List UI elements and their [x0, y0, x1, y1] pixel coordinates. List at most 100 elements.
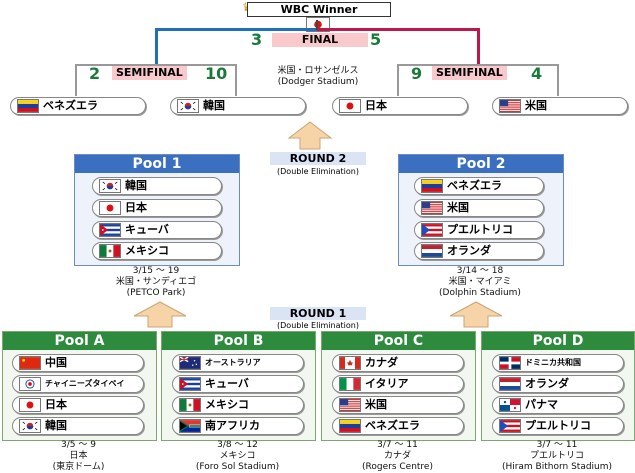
poolD-venue: 3/7 〜 11 プエルトリコ (Hiram Bithorn Stadium): [501, 440, 613, 472]
poolC-team-canada: カナダ: [332, 354, 464, 372]
flag-china-icon: [19, 356, 41, 370]
final-venue-city: 米国・ロサンゼルス: [277, 66, 359, 76]
pool1-team-mexico: メキシコ: [92, 242, 222, 260]
flag-chinese-taipei-icon: [19, 377, 41, 391]
pool1-team-japan: 日本: [92, 199, 222, 217]
flag-cuba-icon: [179, 377, 201, 391]
flag-venezuela-icon: [339, 419, 361, 433]
pool-b-header: Pool B: [162, 332, 315, 350]
semi-right-score-right: 4: [531, 64, 543, 83]
poolA-venue: 3/5 〜 9 日本 (東京ドーム): [52, 440, 105, 472]
flag-canada-icon: [339, 356, 361, 370]
semi-left-score-right: 10: [205, 64, 228, 83]
semi-left-score-left: 2: [89, 64, 101, 83]
poolD-team-panama: パナマ: [492, 396, 624, 414]
pool-a-header: Pool A: [3, 332, 156, 350]
final-label: FINAL: [272, 33, 368, 47]
final-venue: 米国・ロサンゼルス (Dodger Stadium): [247, 66, 389, 88]
poolC-team-usa: 米国: [332, 396, 464, 414]
flag-dominican-icon: [499, 356, 521, 370]
arrow-up-icon: [449, 301, 503, 328]
semi-team-usa: 米国: [492, 97, 628, 115]
semi-right-top: [397, 64, 559, 66]
pool1-team-korea: 韓国: [92, 177, 222, 195]
semi-right-vl: [397, 64, 399, 96]
poolA-team-japan: 日本: [12, 396, 144, 414]
flag-netherlands-icon: [421, 244, 443, 258]
round2-sub: (Double Elimination): [277, 167, 359, 176]
poolC-venue: 3/7 〜 11 カナダ (Rogers Centre): [362, 440, 433, 472]
poolC-team-venezuela: ベネズエラ: [332, 417, 464, 435]
semi-left-vr: [235, 64, 237, 96]
semi-left-vl: [75, 64, 77, 96]
pool-1-header: Pool 1: [75, 155, 239, 173]
flag-italy-icon: [339, 377, 361, 391]
final-score-right: 5: [370, 30, 382, 49]
flag-japan-icon: [19, 398, 41, 412]
round1-label: ROUND 1: [270, 307, 366, 320]
flag-korea-icon: [177, 99, 199, 113]
poolB-team-southafrica: 南アフリカ: [172, 417, 304, 435]
semi-team-japan: 日本: [332, 97, 468, 115]
semi-team-korea: 韓国: [170, 97, 306, 115]
flag-south-africa-icon: [179, 419, 201, 433]
round1-sub: (Double Elimination): [277, 321, 359, 330]
flag-mexico-icon: [179, 398, 201, 412]
flag-korea-icon: [19, 419, 41, 433]
pool2-venue: 3/14 〜 18 米国・マイアミ (Dolphin Stadium): [439, 266, 521, 298]
poolA-team-china: 中国: [12, 354, 144, 372]
flag-venezuela-icon: [421, 179, 443, 193]
poolB-team-mexico: メキシコ: [172, 396, 304, 414]
flag-puertorico-icon: [421, 223, 443, 237]
final-line-left-vert: [155, 28, 158, 64]
final-line-left-top: [155, 28, 317, 31]
flag-panama-icon: [499, 398, 521, 412]
flag-japan-icon: [99, 201, 121, 215]
final-line-right-top: [317, 28, 480, 31]
winner-flag-jp: [306, 14, 330, 33]
final-line-right-vert: [477, 28, 480, 64]
semi-right-vr: [557, 64, 559, 96]
flag-korea-icon: [99, 179, 121, 193]
pool-2-header: Pool 2: [399, 155, 563, 173]
pool1-team-cuba: キューバ: [92, 221, 222, 239]
pool2-team-venezuela: ベネズエラ: [414, 177, 544, 195]
poolB-venue: 3/8 〜 12 メキシコ (Foro Sol Stadium): [195, 440, 280, 472]
poolB-team-cuba: キューバ: [172, 375, 304, 393]
flag-usa-icon: [421, 201, 443, 215]
arrow-up-icon: [133, 301, 187, 328]
poolD-team-dominican: ドミニカ共和国: [492, 354, 624, 372]
flag-usa-icon: [499, 99, 521, 113]
poolD-team-puertorico: プエルトリコ: [492, 417, 624, 435]
pool2-team-netherlands: オランダ: [414, 242, 544, 260]
flag-usa-icon: [339, 398, 361, 412]
arrow-up-icon: [287, 121, 333, 150]
final-score-left: 3: [251, 30, 263, 49]
poolC-team-italy: イタリア: [332, 375, 464, 393]
winner-title: WBC Winner: [247, 2, 391, 17]
pool1-venue: 3/15 〜 19 米国・サンディエゴ (PETCO Park): [115, 266, 197, 298]
semi-left-label: SEMIFINAL: [112, 66, 187, 80]
flag-venezuela-icon: [17, 99, 39, 113]
flag-netherlands-icon: [499, 377, 521, 391]
flag-cuba-icon: [99, 223, 121, 237]
poolA-team-korea: 韓国: [12, 417, 144, 435]
flag-japan-icon: [339, 99, 361, 113]
flag-australia-icon: [179, 356, 201, 370]
final-center-stem: [316, 20, 318, 30]
flag-mexico-icon: [99, 244, 121, 258]
flag-puertorico-icon: [499, 419, 521, 433]
poolB-team-australia: オーストラリア: [172, 354, 304, 372]
pool2-team-usa: 米国: [414, 199, 544, 217]
poolD-team-netherlands: オランダ: [492, 375, 624, 393]
pool2-team-puertorico: プエルトリコ: [414, 221, 544, 239]
round2-label: ROUND 2: [270, 152, 366, 165]
pool-d-header: Pool D: [482, 332, 634, 350]
pool-c-header: Pool C: [322, 332, 475, 350]
semi-left-top: [75, 64, 237, 66]
semi-right-score-left: 9: [411, 64, 423, 83]
semi-right-label: SEMIFINAL: [432, 66, 507, 80]
final-venue-stadium: (Dodger Stadium): [277, 77, 359, 87]
poolA-team-taipei: チャイニーズタイペイ: [12, 375, 144, 393]
semi-team-venezuela: ベネズエラ: [10, 97, 146, 115]
